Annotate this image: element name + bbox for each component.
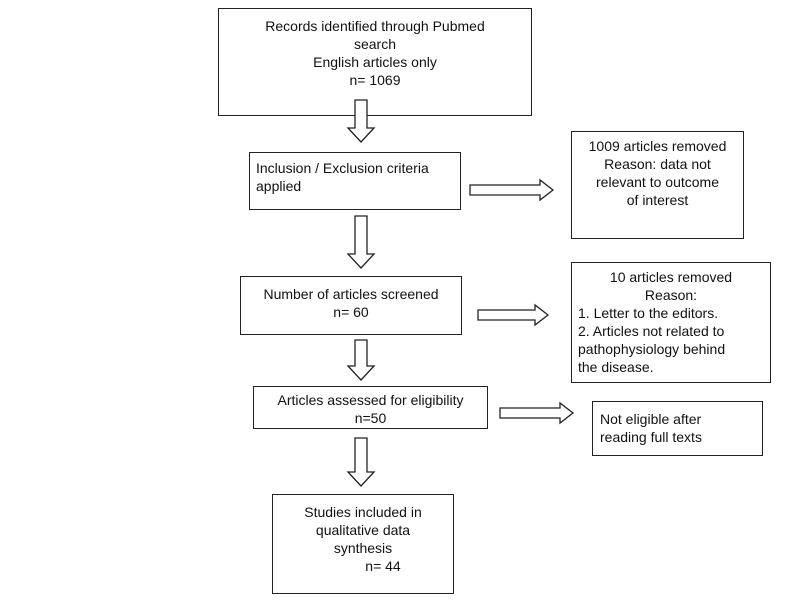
removed2-line-4: 2. Articles not related to <box>578 323 725 339</box>
included-line-3: synthesis <box>333 540 393 556</box>
removed1-line-1: 1009 articles removed <box>588 138 727 154</box>
criteria-line-1: Inclusion / Exclusion criteria <box>256 160 429 176</box>
records-line-2: search <box>353 36 397 52</box>
studies-included-box: Studies included in qualitative data syn… <box>272 494 454 594</box>
right-arrow-2 <box>477 303 550 327</box>
included-line-2: qualitative data <box>315 522 411 538</box>
right-arrow-1 <box>469 178 555 202</box>
right-arrow-3 <box>499 401 575 425</box>
removed1-line-2: Reason: data not <box>604 156 711 172</box>
removed1-line-4: of interest <box>626 192 689 208</box>
eligibility-box: Articles assessed for eligibility n=50 <box>253 386 488 429</box>
eligibility-line-1: Articles assessed for eligibility <box>277 392 464 408</box>
criteria-applied-box: Inclusion / Exclusion criteria applied <box>249 152 461 210</box>
records-identified-box: Records identified through Pubmed search… <box>218 8 532 116</box>
removed-10-box: 10 articles removed Reason: 1. Letter to… <box>571 262 771 383</box>
not-eligible-line-2: reading full texts <box>600 429 702 445</box>
down-arrow-1 <box>346 99 376 143</box>
removed1-line-3: relevant to outcome <box>596 174 719 190</box>
removed2-line-2: Reason: <box>644 287 698 303</box>
removed2-line-3: 1. Letter to the editors. <box>578 305 719 321</box>
included-line-1: Studies included in <box>304 504 422 520</box>
down-arrow-2 <box>346 215 376 269</box>
records-line-4: n= 1069 <box>349 72 401 88</box>
down-arrow-3 <box>346 339 376 381</box>
removed2-line-1: 10 articles removed <box>609 269 733 285</box>
screened-line-2: n= 60 <box>333 304 369 320</box>
included-line-4: n= 44 <box>365 558 401 574</box>
records-line-1: Records identified through Pubmed <box>265 18 485 34</box>
not-eligible-box: Not eligible after reading full texts <box>592 401 763 456</box>
removed-1009-box: 1009 articles removed Reason: data not r… <box>571 131 744 239</box>
down-arrow-4 <box>346 437 376 487</box>
removed2-line-6: the disease. <box>578 359 654 375</box>
not-eligible-line-1: Not eligible after <box>600 411 702 427</box>
criteria-line-2: applied <box>256 178 302 194</box>
records-line-3: English articles only <box>313 54 437 70</box>
removed2-line-5: pathophysiology behind <box>578 341 726 357</box>
screened-line-1: Number of articles screened <box>263 286 439 302</box>
eligibility-line-2: n=50 <box>354 410 387 426</box>
articles-screened-box: Number of articles screened n= 60 <box>240 276 462 335</box>
